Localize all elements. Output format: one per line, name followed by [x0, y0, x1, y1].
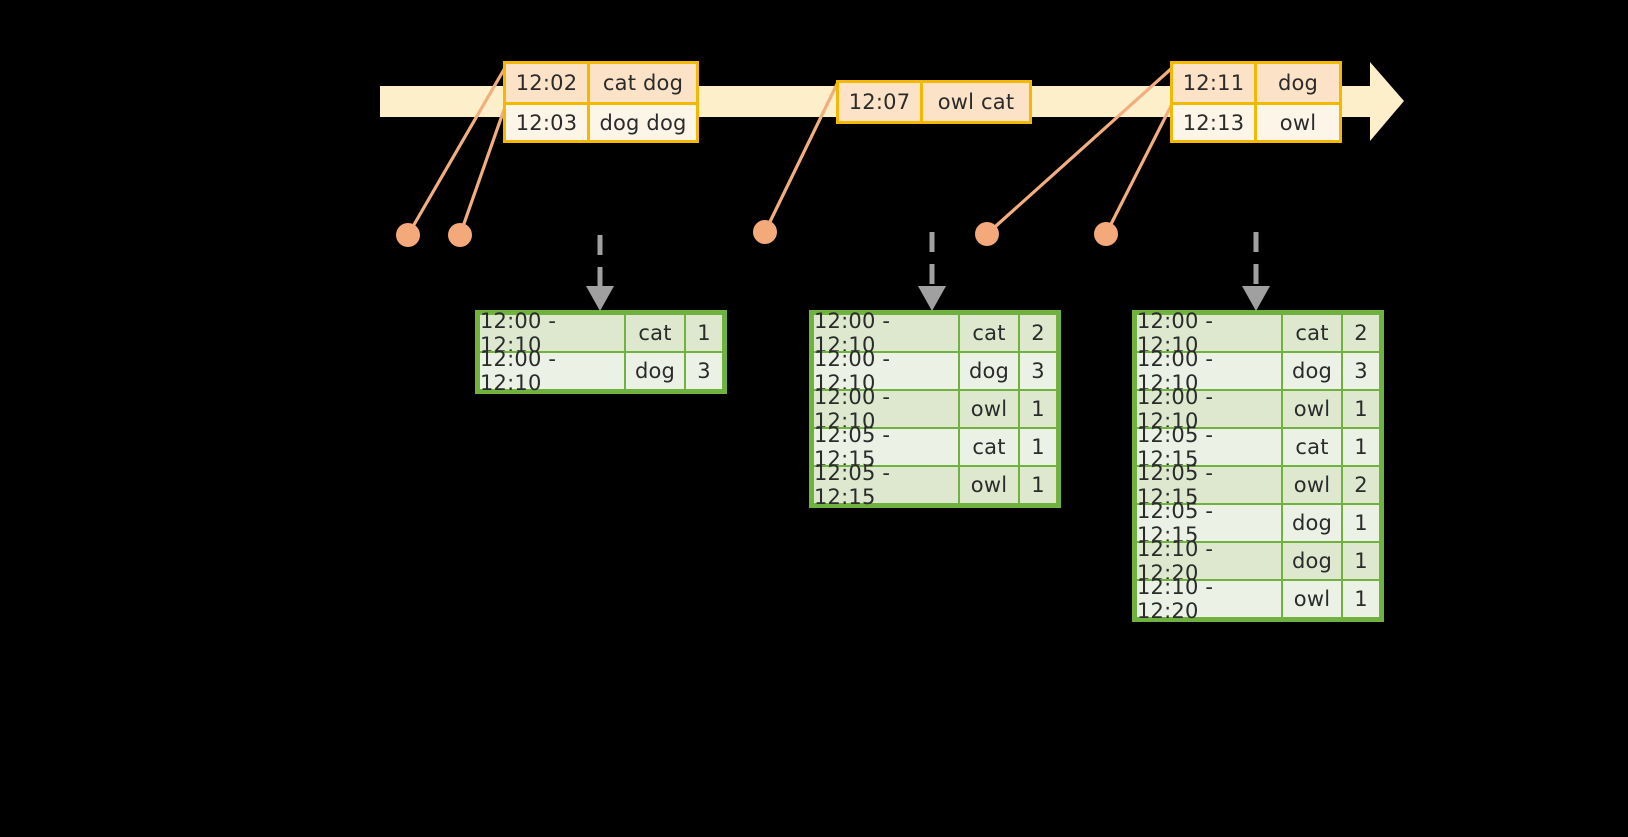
cell-window: 12:00 - 12:10: [1135, 385, 1283, 433]
event-words: dog: [1257, 64, 1339, 102]
event-dot-4: [975, 222, 999, 246]
cell-word: dog: [958, 351, 1020, 391]
emit-arrows: [586, 232, 1270, 311]
event-time: 12:02: [506, 64, 590, 102]
cell-window: 12:05 - 12:15: [812, 423, 960, 471]
cell-window: 12:10 - 12:20: [1135, 575, 1283, 623]
event-time: 12:11: [1173, 64, 1257, 102]
cell-word: owl: [1281, 579, 1343, 619]
emit-arrow-2: [918, 232, 946, 311]
event-dot-2: [448, 223, 472, 247]
cell-count: 1: [1341, 579, 1381, 619]
cell-window: 12:00 - 12:10: [1135, 309, 1283, 357]
event-row: 12:13 owl: [1173, 102, 1339, 140]
event-row: 12:03 dog dog: [506, 102, 696, 140]
event-words: owl cat: [923, 83, 1029, 121]
event-words: cat dog: [590, 64, 696, 102]
event-row: 12:02 cat dog: [506, 64, 696, 102]
cell-count: 1: [1018, 389, 1058, 429]
cell-word: cat: [958, 313, 1020, 353]
connector-line-5: [1104, 102, 1174, 236]
emit-arrow-3: [1242, 232, 1270, 311]
event-group-3: 12:11 dog 12:13 owl: [1170, 61, 1342, 143]
event-group-2: 12:07 owl cat: [836, 80, 1032, 124]
cell-word: cat: [624, 313, 686, 353]
cell-word: dog: [624, 351, 686, 391]
connector-line-3: [763, 80, 840, 234]
event-dot-3: [753, 220, 777, 244]
connector-line-1: [406, 64, 508, 237]
cell-count: 1: [1341, 427, 1381, 467]
cell-count: 3: [684, 351, 724, 391]
cell-count: 1: [1341, 389, 1381, 429]
event-dot-5: [1094, 222, 1118, 246]
event-time: 12:07: [839, 83, 923, 121]
event-dots: [396, 220, 1118, 247]
cell-count: 1: [1341, 541, 1381, 581]
connector-line-2: [458, 102, 508, 237]
event-group-1: 12:02 cat dog 12:03 dog dog: [503, 61, 699, 143]
cell-count: 2: [1341, 465, 1381, 505]
cell-word: owl: [1281, 465, 1343, 505]
cell-count: 1: [684, 313, 724, 353]
cell-word: cat: [1281, 427, 1343, 467]
cell-word: owl: [958, 389, 1020, 429]
event-row: 12:07 owl cat: [839, 83, 1029, 121]
event-words: owl: [1257, 105, 1339, 140]
cell-count: 2: [1341, 313, 1381, 353]
cell-window: 12:00 - 12:10: [812, 347, 960, 395]
cell-word: dog: [1281, 351, 1343, 391]
cell-window: 12:10 - 12:20: [1135, 537, 1283, 585]
cell-count: 2: [1018, 313, 1058, 353]
cell-window: 12:00 - 12:10: [812, 385, 960, 433]
cell-word: dog: [1281, 503, 1343, 543]
cell-word: owl: [1281, 389, 1343, 429]
cell-word: cat: [958, 427, 1020, 467]
cell-window: 12:05 - 12:15: [812, 461, 960, 509]
cell-window: 12:00 - 12:10: [478, 347, 626, 395]
cell-count: 3: [1018, 351, 1058, 391]
cell-count: 1: [1018, 465, 1058, 505]
event-words: dog dog: [590, 105, 696, 140]
event-time: 12:13: [1173, 105, 1257, 140]
event-row: 12:11 dog: [1173, 64, 1339, 102]
event-dot-1: [396, 223, 420, 247]
cell-word: cat: [1281, 313, 1343, 353]
cell-count: 1: [1341, 503, 1381, 543]
emit-arrow-1: [586, 235, 614, 311]
cell-word: owl: [958, 465, 1020, 505]
event-time: 12:03: [506, 105, 590, 140]
cell-count: 3: [1341, 351, 1381, 391]
cell-count: 1: [1018, 427, 1058, 467]
cell-word: dog: [1281, 541, 1343, 581]
